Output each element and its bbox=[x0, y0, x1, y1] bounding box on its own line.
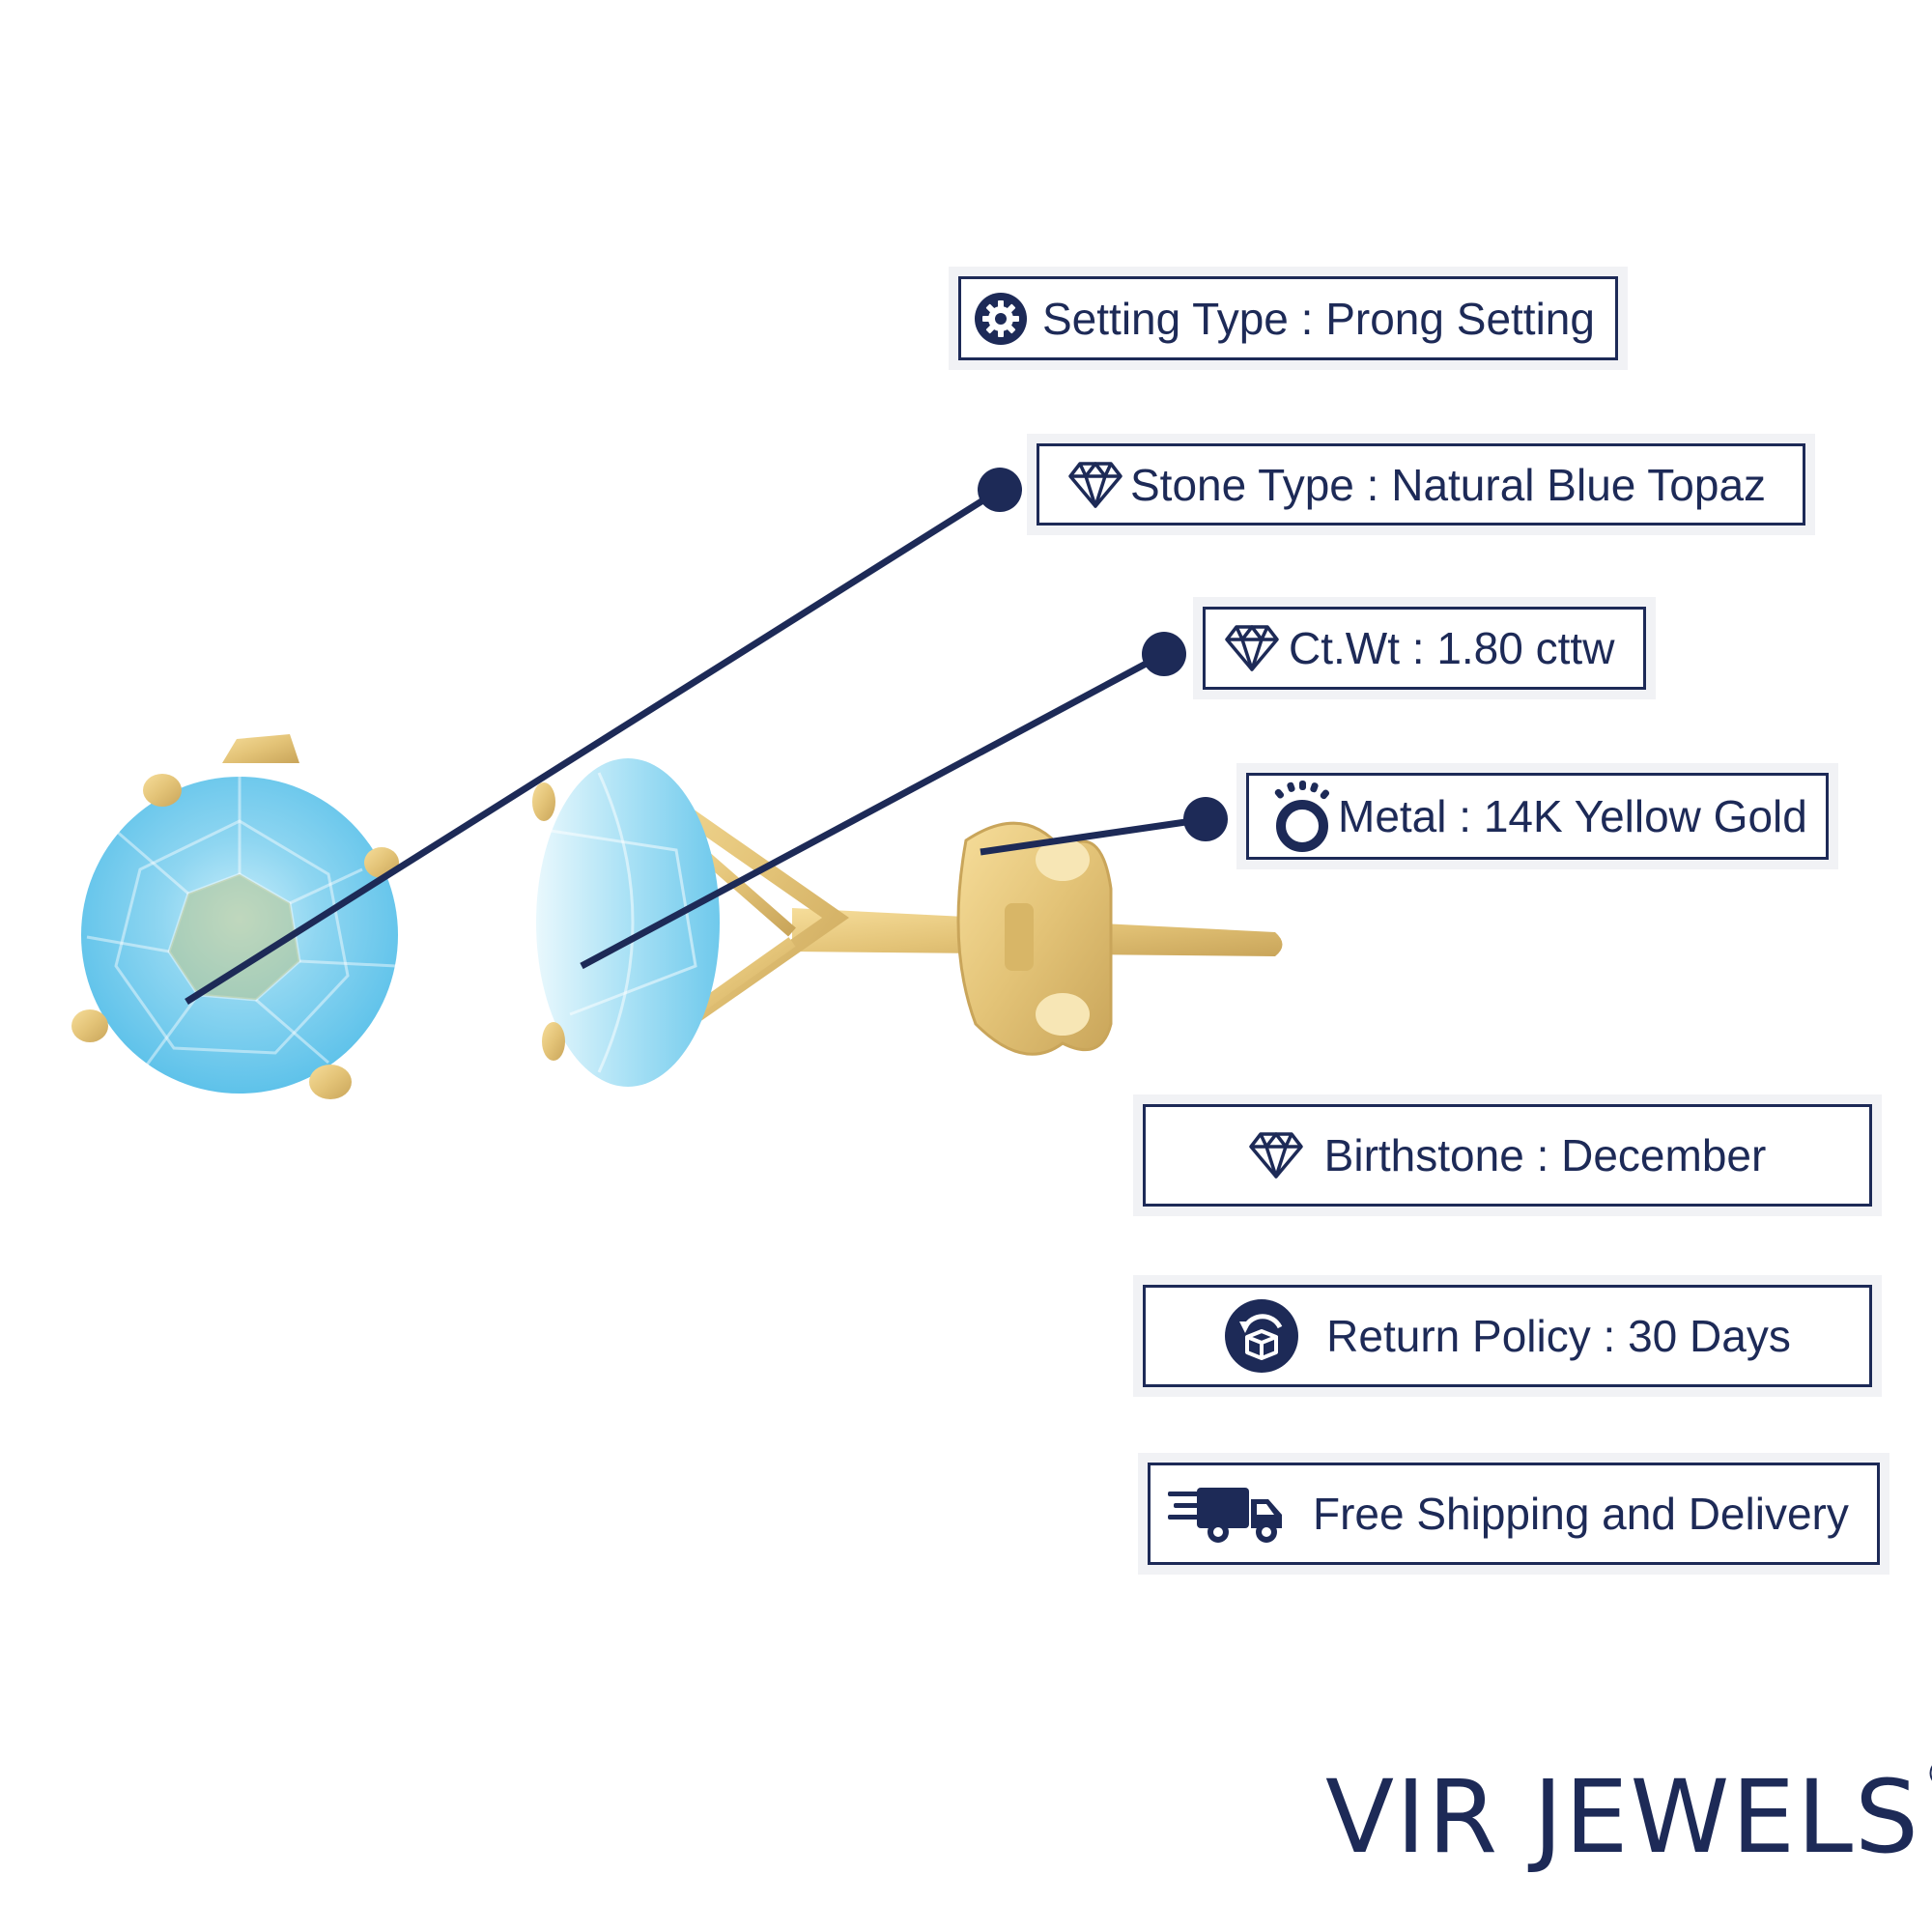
registered-mark: ® bbox=[1924, 1752, 1932, 1797]
diamond-icon bbox=[1248, 1131, 1303, 1179]
brand-name: VIR JEWELS bbox=[1325, 1758, 1921, 1876]
return-policy-label: Return Policy : 30 Days bbox=[1133, 1275, 1882, 1397]
brand-logo: VIR JEWELS ® bbox=[1325, 1752, 1932, 1876]
pointer-line-ct-wt bbox=[580, 650, 1166, 970]
setting-type-label: Setting Type : Prong Setting bbox=[949, 267, 1628, 370]
shipping-label: Free Shipping and Delivery bbox=[1138, 1453, 1889, 1575]
ct-wt-label: Ct.Wt : 1.80 cttw bbox=[1193, 597, 1656, 699]
birthstone-text: Birthstone : December bbox=[1323, 1130, 1767, 1180]
return-policy-text: Return Policy : 30 Days bbox=[1326, 1311, 1791, 1361]
earring-front-view bbox=[71, 734, 399, 1099]
diamond-icon bbox=[1225, 624, 1279, 672]
pointer-dot-ct-wt bbox=[1142, 632, 1186, 676]
shipping-text: Free Shipping and Delivery bbox=[1313, 1489, 1849, 1539]
stone-type-label: Stone Type : Natural Blue Topaz bbox=[1027, 434, 1815, 535]
callout-pointers bbox=[185, 468, 1228, 1005]
metal-label: Metal : 14K Yellow Gold bbox=[1236, 763, 1838, 869]
pointer-line-stone-type bbox=[185, 487, 1002, 1005]
pointer-dot-stone-type bbox=[978, 468, 1022, 512]
delivery-truck-icon bbox=[1168, 1484, 1284, 1544]
pointer-dot-metal bbox=[1183, 797, 1228, 841]
gear-icon bbox=[973, 292, 1029, 346]
birthstone-label: Birthstone : December bbox=[1133, 1094, 1882, 1216]
metal-text: Metal : 14K Yellow Gold bbox=[1338, 791, 1807, 841]
earring-side-view bbox=[532, 758, 1283, 1087]
return-box-icon bbox=[1224, 1298, 1299, 1374]
pointer-line-metal bbox=[980, 815, 1207, 856]
diamond-icon bbox=[1068, 461, 1122, 509]
setting-type-text: Setting Type : Prong Setting bbox=[1042, 293, 1595, 344]
ct-wt-text: Ct.Wt : 1.80 cttw bbox=[1289, 623, 1615, 673]
ring-icon bbox=[1268, 780, 1336, 853]
stone-type-text: Stone Type : Natural Blue Topaz bbox=[1130, 459, 1767, 510]
